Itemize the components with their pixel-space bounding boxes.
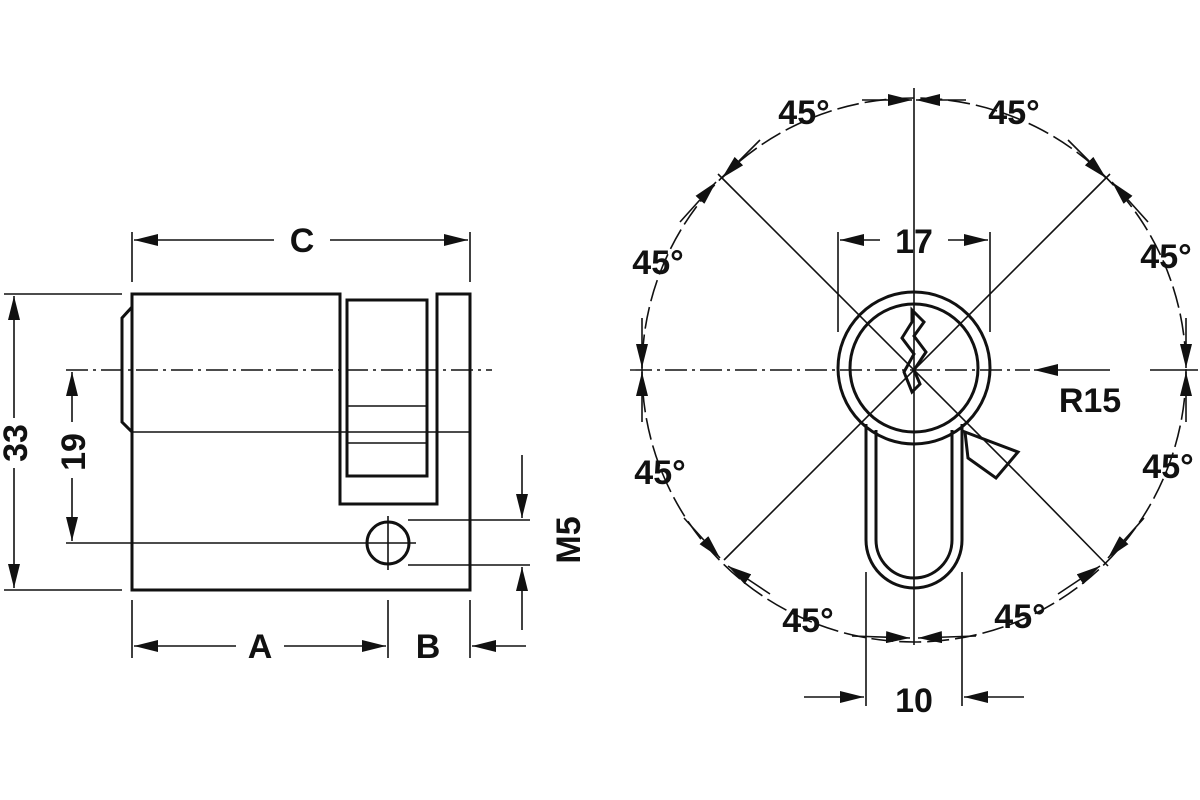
keyway xyxy=(900,306,928,395)
angle-arrow-ne-b xyxy=(1111,181,1149,223)
dim-c-label: C xyxy=(290,222,315,260)
angle-arrow-nw-b xyxy=(679,181,717,223)
angle-label-lower-right: 45° xyxy=(1142,448,1193,486)
cylinder-tail xyxy=(864,424,964,590)
dim-a-label: A xyxy=(248,628,273,666)
angle-arrow-nw-a xyxy=(721,139,761,179)
dim-b-label: B xyxy=(416,628,441,666)
angle-arrow-bottom-right xyxy=(917,631,977,644)
angle-arrow-bottom-left xyxy=(851,631,911,644)
angle-arrow-se-a xyxy=(1107,517,1145,559)
angle-arrow-sw-b xyxy=(727,565,771,595)
angle-label-top-left: 45° xyxy=(778,94,829,132)
angle-label-upper-right: 45° xyxy=(1140,238,1191,276)
diagonal-line-3 xyxy=(1019,475,1109,567)
cylinder-tail-inner xyxy=(874,430,954,580)
cylinder-body-outline xyxy=(130,292,472,592)
dim-10-label: 10 xyxy=(895,682,933,720)
angle-label-lower-left: 45° xyxy=(634,454,685,492)
angle-arrow-se-b xyxy=(1057,565,1101,595)
angle-label-bottom-left: 45° xyxy=(782,602,833,640)
cam-recess xyxy=(345,298,429,478)
angle-arrow-sw-a xyxy=(683,517,721,559)
cylinder-front-collar xyxy=(120,294,134,434)
angle-arrow-ne-a xyxy=(1067,139,1107,179)
angle-label-bottom-right: 45° xyxy=(994,598,1045,636)
dim-19-label: 19 xyxy=(55,433,93,471)
angle-label-upper-left: 45° xyxy=(632,244,683,282)
cylinder-plug xyxy=(848,302,980,434)
front-view: 17 10 R15 45° 45° 45° 45° 45° 45° 4 xyxy=(630,88,1198,720)
angle-label-top-right: 45° xyxy=(988,94,1039,132)
cylinder-outer-ring xyxy=(836,290,992,446)
cam-lever xyxy=(963,429,1021,481)
dim-r15-label: R15 xyxy=(1059,382,1121,420)
diagonal-line-1 xyxy=(717,173,1021,477)
dim-33-label: 33 xyxy=(0,424,35,462)
side-view: 33 19 C A B M5 xyxy=(0,222,588,666)
dim-m5-label: M5 xyxy=(550,516,588,563)
dim-17-label: 17 xyxy=(895,223,933,261)
